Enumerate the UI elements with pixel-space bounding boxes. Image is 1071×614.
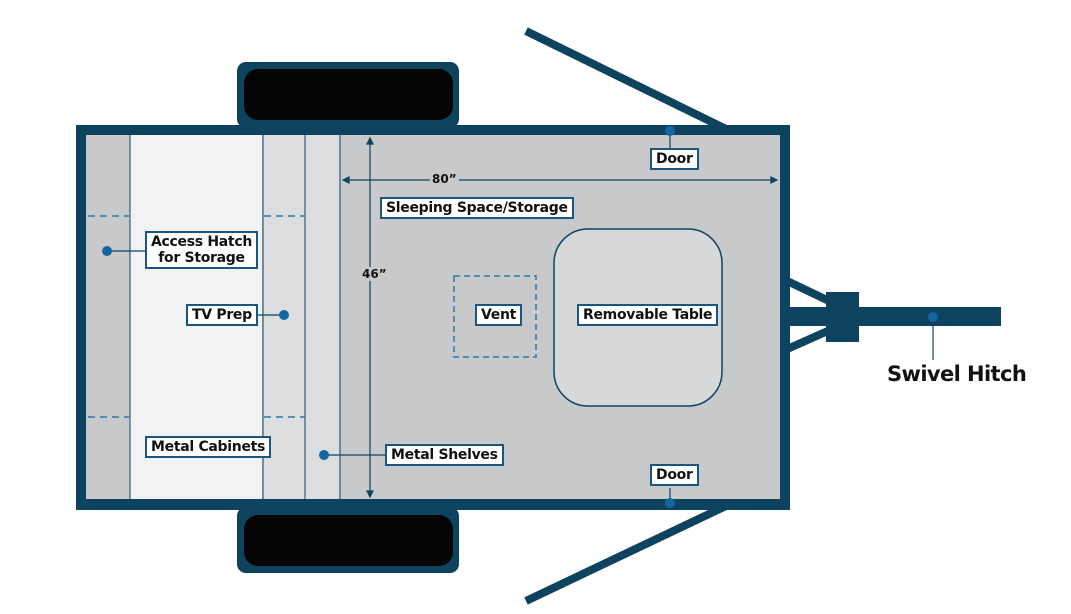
metal-shelves-marker xyxy=(319,450,329,460)
access-hatch-marker xyxy=(102,246,112,256)
metal-shelves-panel xyxy=(305,135,340,499)
width-dimension-line xyxy=(341,176,779,184)
marker-dots xyxy=(102,126,938,508)
width-dimension-text: 80” xyxy=(430,172,459,186)
depth-dimension-line xyxy=(366,136,374,499)
access-hatch-line1: Access Hatch xyxy=(151,234,252,250)
hitch-coupler xyxy=(826,292,859,342)
removable-table-label: Removable Table xyxy=(577,304,719,326)
tv-prep-marker xyxy=(279,310,289,320)
metal-cabinets-label: Metal Cabinets xyxy=(145,436,272,458)
metal-shelves-label: Metal Shelves xyxy=(385,444,504,466)
depth-dimension-text: 46” xyxy=(360,267,389,281)
door-bottom-marker xyxy=(665,498,675,508)
door-top-marker xyxy=(665,126,675,136)
door-top-label: Door xyxy=(650,148,699,170)
door-bottom-label: Door xyxy=(650,464,699,486)
swivel-hitch-label: Swivel Hitch xyxy=(887,362,1027,386)
vent-label: Vent xyxy=(475,304,523,326)
hatch-dashed-lines xyxy=(88,215,305,418)
tv-prep-label: TV Prep xyxy=(186,304,258,326)
tire-bottom xyxy=(244,515,453,566)
swivel-hitch-marker xyxy=(928,312,938,322)
tongue-bar-lower xyxy=(524,501,730,605)
tongue-bar-upper xyxy=(524,27,730,134)
access-hatch-line2: for Storage xyxy=(158,250,245,266)
access-hatch-label: Access Hatch for Storage xyxy=(145,231,258,269)
vent-outline xyxy=(453,275,537,358)
sleeping-space-label: Sleeping Space/Storage xyxy=(380,197,574,219)
tire-top xyxy=(244,69,453,120)
hitch-bar xyxy=(785,307,1001,326)
